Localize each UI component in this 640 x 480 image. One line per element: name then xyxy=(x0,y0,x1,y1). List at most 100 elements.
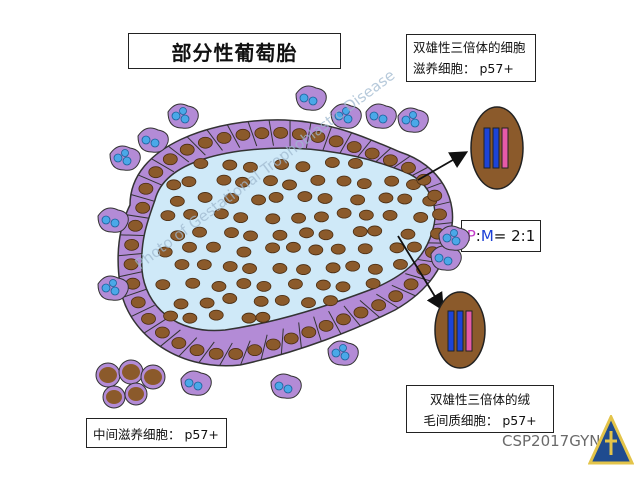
trophoblast-nucleus xyxy=(148,166,164,179)
stroma-nucleus xyxy=(166,179,182,191)
syncytial-cluster xyxy=(109,145,141,171)
syncytial-cluster xyxy=(330,103,362,129)
stroma-nucleus xyxy=(265,242,280,254)
stroma-nucleus xyxy=(291,212,306,224)
stroma-nucleus xyxy=(272,229,288,241)
stroma-nucleus xyxy=(222,261,238,272)
stroma-nucleus xyxy=(213,208,229,220)
syncytial-cluster xyxy=(430,245,462,271)
stroma-nucleus xyxy=(314,211,329,223)
label-intermediate-text: 中间滋养细胞： p57+ xyxy=(93,426,219,442)
trophoblast-nucleus xyxy=(189,344,205,357)
trophoblast-nucleus xyxy=(310,131,326,143)
syncytial-nucleus xyxy=(179,107,187,115)
syncytial-nucleus xyxy=(283,384,293,394)
cell-border xyxy=(240,340,251,366)
chromosome-blue-2 xyxy=(492,127,500,169)
syncytial-cluster xyxy=(327,340,359,366)
syncytial-nucleus xyxy=(409,111,417,119)
stroma-nucleus xyxy=(274,159,289,170)
syncytial-nucleus xyxy=(334,111,344,121)
trophoblast-nucleus xyxy=(197,136,213,149)
label-cytotrophoblast: 双雄性三倍体的细胞 滋养细胞： p57+ xyxy=(406,34,536,82)
stroma-nucleus xyxy=(157,246,173,258)
stroma-nucleus xyxy=(317,193,333,204)
cell-border xyxy=(343,305,361,327)
stroma-nucleus xyxy=(336,175,352,187)
cell-border xyxy=(130,304,155,318)
cell-border xyxy=(167,145,190,163)
chromosome-blue-4 xyxy=(456,310,464,352)
stroma-nucleus xyxy=(255,311,271,323)
trophoblast-nucleus xyxy=(123,258,139,271)
trophoblast-nucleus xyxy=(141,312,156,325)
syncytial-cluster xyxy=(438,225,470,251)
syncytial-nucleus xyxy=(434,253,444,263)
stroma-nucleus xyxy=(160,210,176,222)
trophoblast-nucleus xyxy=(427,189,443,202)
syncytial-cluster xyxy=(167,103,199,129)
ratio-colon: : xyxy=(475,227,481,245)
trophoblast-nucleus xyxy=(265,338,281,351)
stroma-nucleus xyxy=(407,241,422,253)
cell-border xyxy=(268,119,274,146)
stroma-nucleus xyxy=(413,212,429,223)
syncytial-nucleus xyxy=(340,351,350,361)
trophoblast-nucleus xyxy=(235,128,251,141)
syncytial-nucleus xyxy=(122,156,132,166)
stroma-nucleus xyxy=(318,229,334,241)
stroma-nucleus xyxy=(295,161,311,173)
shield-logo-icon xyxy=(588,415,634,465)
trophoblast-nucleus xyxy=(138,182,154,195)
stroma-nucleus xyxy=(288,278,303,290)
trophoblast-nucleus xyxy=(171,337,187,349)
trophoblast-nucleus xyxy=(273,126,289,139)
syncytial-nucleus xyxy=(184,378,194,388)
stroma-nucleus xyxy=(330,243,346,255)
stroma-nucleus xyxy=(297,191,313,202)
stroma-nucleus xyxy=(163,310,178,322)
stroma-nucleus xyxy=(181,176,197,188)
stroma-nucleus xyxy=(315,279,331,291)
label-villous-line1: 双雄性三倍体的绒 xyxy=(429,392,530,407)
stroma-nucleus xyxy=(174,259,190,270)
trophoblast-nucleus xyxy=(154,326,170,339)
cell-border xyxy=(391,284,416,297)
cell-border xyxy=(338,132,353,156)
stroma-nucleus xyxy=(348,158,363,169)
syncytial-nucleus xyxy=(342,107,350,115)
cell-borders xyxy=(118,119,453,366)
trophoblast-nucleus xyxy=(291,128,307,141)
syncytial-nucleus xyxy=(343,114,353,124)
syncytial-nucleus xyxy=(331,348,341,358)
chromosome-circle-bottom xyxy=(434,291,486,369)
trophoblast-nucleus xyxy=(364,147,380,160)
trophoblast-nucleus xyxy=(208,347,224,360)
stroma-nucleus xyxy=(323,295,338,307)
syncytial-nucleus xyxy=(442,233,452,243)
stroma-nucleus xyxy=(242,263,257,274)
trophoblast-nucleus xyxy=(135,201,151,214)
stroma-nucleus xyxy=(310,174,326,186)
cell-border xyxy=(313,316,322,342)
syncytial-cluster xyxy=(365,103,397,129)
stroma-nucleus xyxy=(400,228,416,240)
syncytial-cluster xyxy=(270,373,302,399)
cell-border xyxy=(137,174,163,186)
cell-border xyxy=(118,270,145,278)
intermediate-trophoblast-cells xyxy=(95,359,166,409)
label-intermediate-trophoblast: 中间滋养细胞： p57+ xyxy=(86,418,227,448)
stroma-nucleus xyxy=(274,294,290,306)
syncytial-nucleus xyxy=(113,153,123,163)
syncytial-nucleus xyxy=(150,138,160,148)
cell-border xyxy=(198,341,215,364)
ratio-rest: = 2:1 xyxy=(493,227,536,245)
syncytial-nucleus xyxy=(443,256,453,266)
stroma-nucleus xyxy=(197,192,213,203)
trophoblast-nucleus xyxy=(128,219,143,232)
label-ratio: P:M = 2:1 xyxy=(461,220,541,252)
stroma-nucleus xyxy=(367,225,383,237)
chromosome-pink-2 xyxy=(465,310,473,352)
stroma-nucleus xyxy=(211,281,227,292)
stroma-nucleus xyxy=(325,262,341,274)
